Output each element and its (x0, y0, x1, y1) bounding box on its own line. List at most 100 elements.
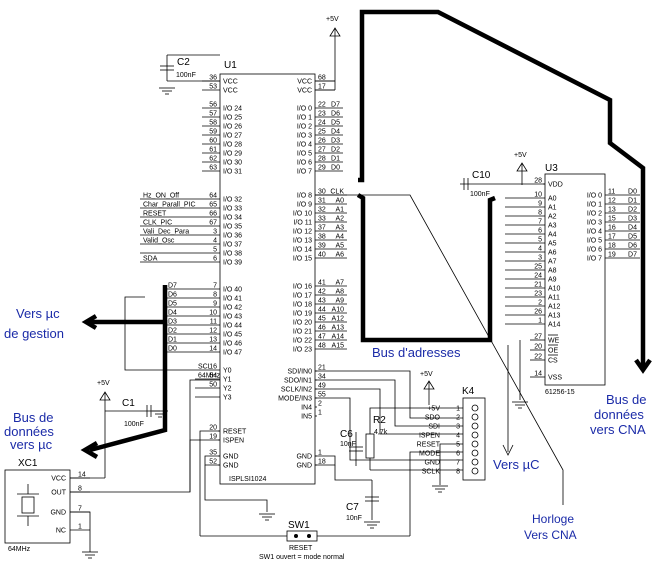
net-label: D6 (331, 111, 340, 118)
pin-number: 9 (538, 201, 542, 208)
pin-number: 55 (318, 392, 326, 399)
u3-ref: U3 (545, 163, 558, 174)
pin-label: I/O 11 (293, 220, 312, 227)
pin-label: I/O 13 (293, 238, 312, 245)
pin-number: 10 (209, 310, 217, 317)
pin-label: I/O 35 (223, 224, 242, 231)
annotations: Vers µc de gestion Bus de données vers µ… (4, 306, 646, 542)
crystal-icon (21, 496, 35, 514)
svg-text:100nF: 100nF (176, 72, 196, 79)
k4-pin-hole (471, 431, 479, 439)
pin-label: A3 (548, 223, 557, 230)
pin-number: 3 (538, 255, 542, 262)
pin-number: 34 (318, 374, 326, 381)
pin-number: 65 (209, 202, 217, 209)
k4-pin-label: RESET (417, 442, 441, 449)
net-label: A6 (335, 252, 344, 259)
pin-number: 6 (538, 228, 542, 235)
pin-label: I/O 27 (223, 133, 242, 140)
pin-number: 31 (318, 198, 326, 205)
pin-number: 66 (209, 211, 217, 218)
net-label: D0 (168, 346, 177, 353)
pin-number: 67 (209, 220, 217, 227)
pin-number: 1 (318, 410, 322, 417)
pin-label: I/O 9 (297, 202, 312, 209)
pin-label: VCC (223, 88, 238, 95)
pin-number: 17 (318, 84, 326, 91)
pin-label: I/O 45 (223, 332, 242, 339)
pin-label: I/O 1 (297, 115, 312, 122)
net-label: A13 (332, 325, 345, 332)
net-label: D4 (628, 225, 637, 232)
pin-number: 36 (209, 75, 217, 82)
pin-number: 5 (538, 237, 542, 244)
data-bus-cna-arrow (634, 358, 652, 374)
pin-label: A14 (548, 322, 561, 329)
annot-bus-cna-1: Bus de (606, 392, 646, 407)
svg-text:SW1: SW1 (288, 520, 310, 531)
vcc-symbol-top: +5V (326, 16, 341, 90)
pin-number: 38 (318, 234, 326, 241)
k4-pin-number: 5 (456, 442, 460, 449)
pin-number: 59 (209, 129, 217, 136)
pin-label: I/O 33 (223, 206, 242, 213)
pin-number: 37 (318, 225, 326, 232)
pin-number: 24 (318, 120, 326, 127)
capacitor-c2: C2 100nF (160, 54, 220, 82)
pin-label: I/O 21 (293, 329, 312, 336)
pin-label: I/O 41 (223, 296, 242, 303)
u3-ctrl-num: 20 (534, 344, 542, 351)
pin-label: I/O 37 (223, 242, 242, 249)
svg-text:C7: C7 (346, 502, 359, 513)
pin-number: 29 (318, 165, 326, 172)
pin-number: 21 (534, 282, 542, 289)
svg-text:+5V: +5V (420, 371, 433, 378)
pin-label: SDO/IN1 (284, 378, 312, 385)
capacitor-c1: C1 100nF (105, 398, 160, 428)
net-label: A14 (332, 334, 345, 341)
net-label: A7 (335, 280, 344, 287)
pin-number: 47 (318, 334, 326, 341)
pin-label: GND (296, 463, 312, 470)
pin-label: MODE/IN3 (278, 396, 312, 403)
annot-bus-uc-2: données (4, 424, 54, 439)
pin-label: I/O 10 (293, 211, 312, 218)
pin-label: VCC (297, 88, 312, 95)
k4-pin-label: GND (424, 460, 440, 467)
pin-label: I/O 2 (587, 211, 602, 218)
pin-number: 32 (318, 207, 326, 214)
pin-number: 2 (318, 401, 322, 408)
svg-text:10nF: 10nF (340, 441, 356, 448)
pin-label: I/O 31 (223, 169, 242, 176)
svg-text:+5V: +5V (97, 380, 110, 387)
pin-number: 23 (318, 111, 326, 118)
svg-text:C6: C6 (340, 429, 353, 440)
xc1-freq: 64MHz (8, 546, 31, 553)
pin-number: 49 (318, 383, 326, 390)
ground-symbols (82, 87, 528, 559)
net-label: Hz_ON_Off (143, 193, 179, 200)
pin-label: I/O 20 (293, 320, 312, 327)
pin-label: I/O 6 (587, 247, 602, 254)
pin-label: A6 (548, 250, 557, 257)
pin-label: I/O 0 (297, 106, 312, 113)
k4-pin-number: 8 (456, 469, 460, 476)
net-label: Valid_Osc (143, 238, 175, 245)
pin-label: Y0 (223, 368, 232, 375)
pin-number: 12 (608, 198, 616, 205)
svg-text:C1: C1 (122, 398, 135, 409)
pin-number: 3 (213, 229, 217, 236)
pin-label: I/O 32 (223, 197, 242, 204)
pin-number: 39 (318, 243, 326, 250)
pin-number: 63 (209, 165, 217, 172)
pin-label: I/O 24 (223, 106, 242, 113)
pin-label: I/O 0 (587, 193, 602, 200)
pin-label: SCLK/IN2 (281, 387, 312, 394)
pin-number: 26 (534, 309, 542, 316)
net-label: D6 (168, 292, 177, 299)
pin-label: I/O 4 (297, 142, 312, 149)
net-label: D7 (628, 252, 637, 259)
net-label: Vali_Dec_Para (143, 229, 189, 236)
pin-label: VCC (223, 79, 238, 86)
pin-number: 10 (534, 192, 542, 199)
